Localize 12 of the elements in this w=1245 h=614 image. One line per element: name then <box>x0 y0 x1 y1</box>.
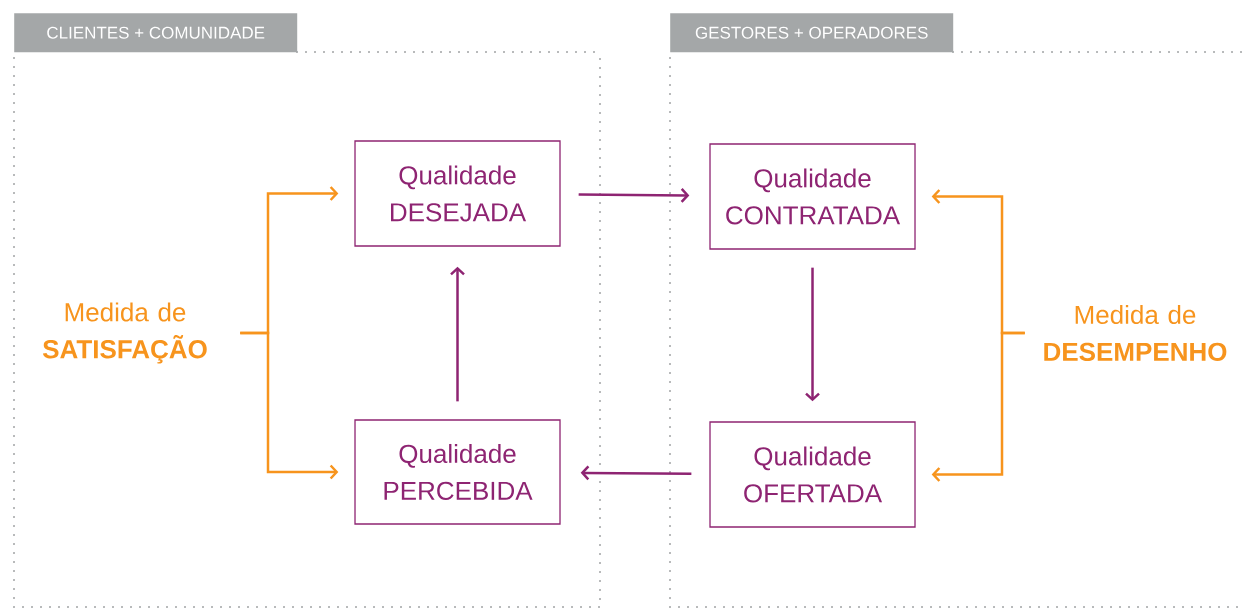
arrow <box>450 266 465 402</box>
arrow <box>931 331 1025 482</box>
arrow <box>578 188 690 203</box>
measure-label: Medida de SATISFAÇÃO <box>42 302 207 364</box>
measure-label: Medida de DESEMPENHO <box>1044 304 1227 362</box>
quality-box: Qualidade CONTRATADA <box>709 143 916 250</box>
arrow <box>580 465 692 481</box>
arrow <box>240 331 339 480</box>
arrow <box>805 267 820 402</box>
quality-box: Qualidade DESEJADA <box>354 140 561 247</box>
quality-box: Qualidade OFERTADA <box>709 421 916 528</box>
quality-box: Qualidade PERCEBIDA <box>354 419 561 525</box>
